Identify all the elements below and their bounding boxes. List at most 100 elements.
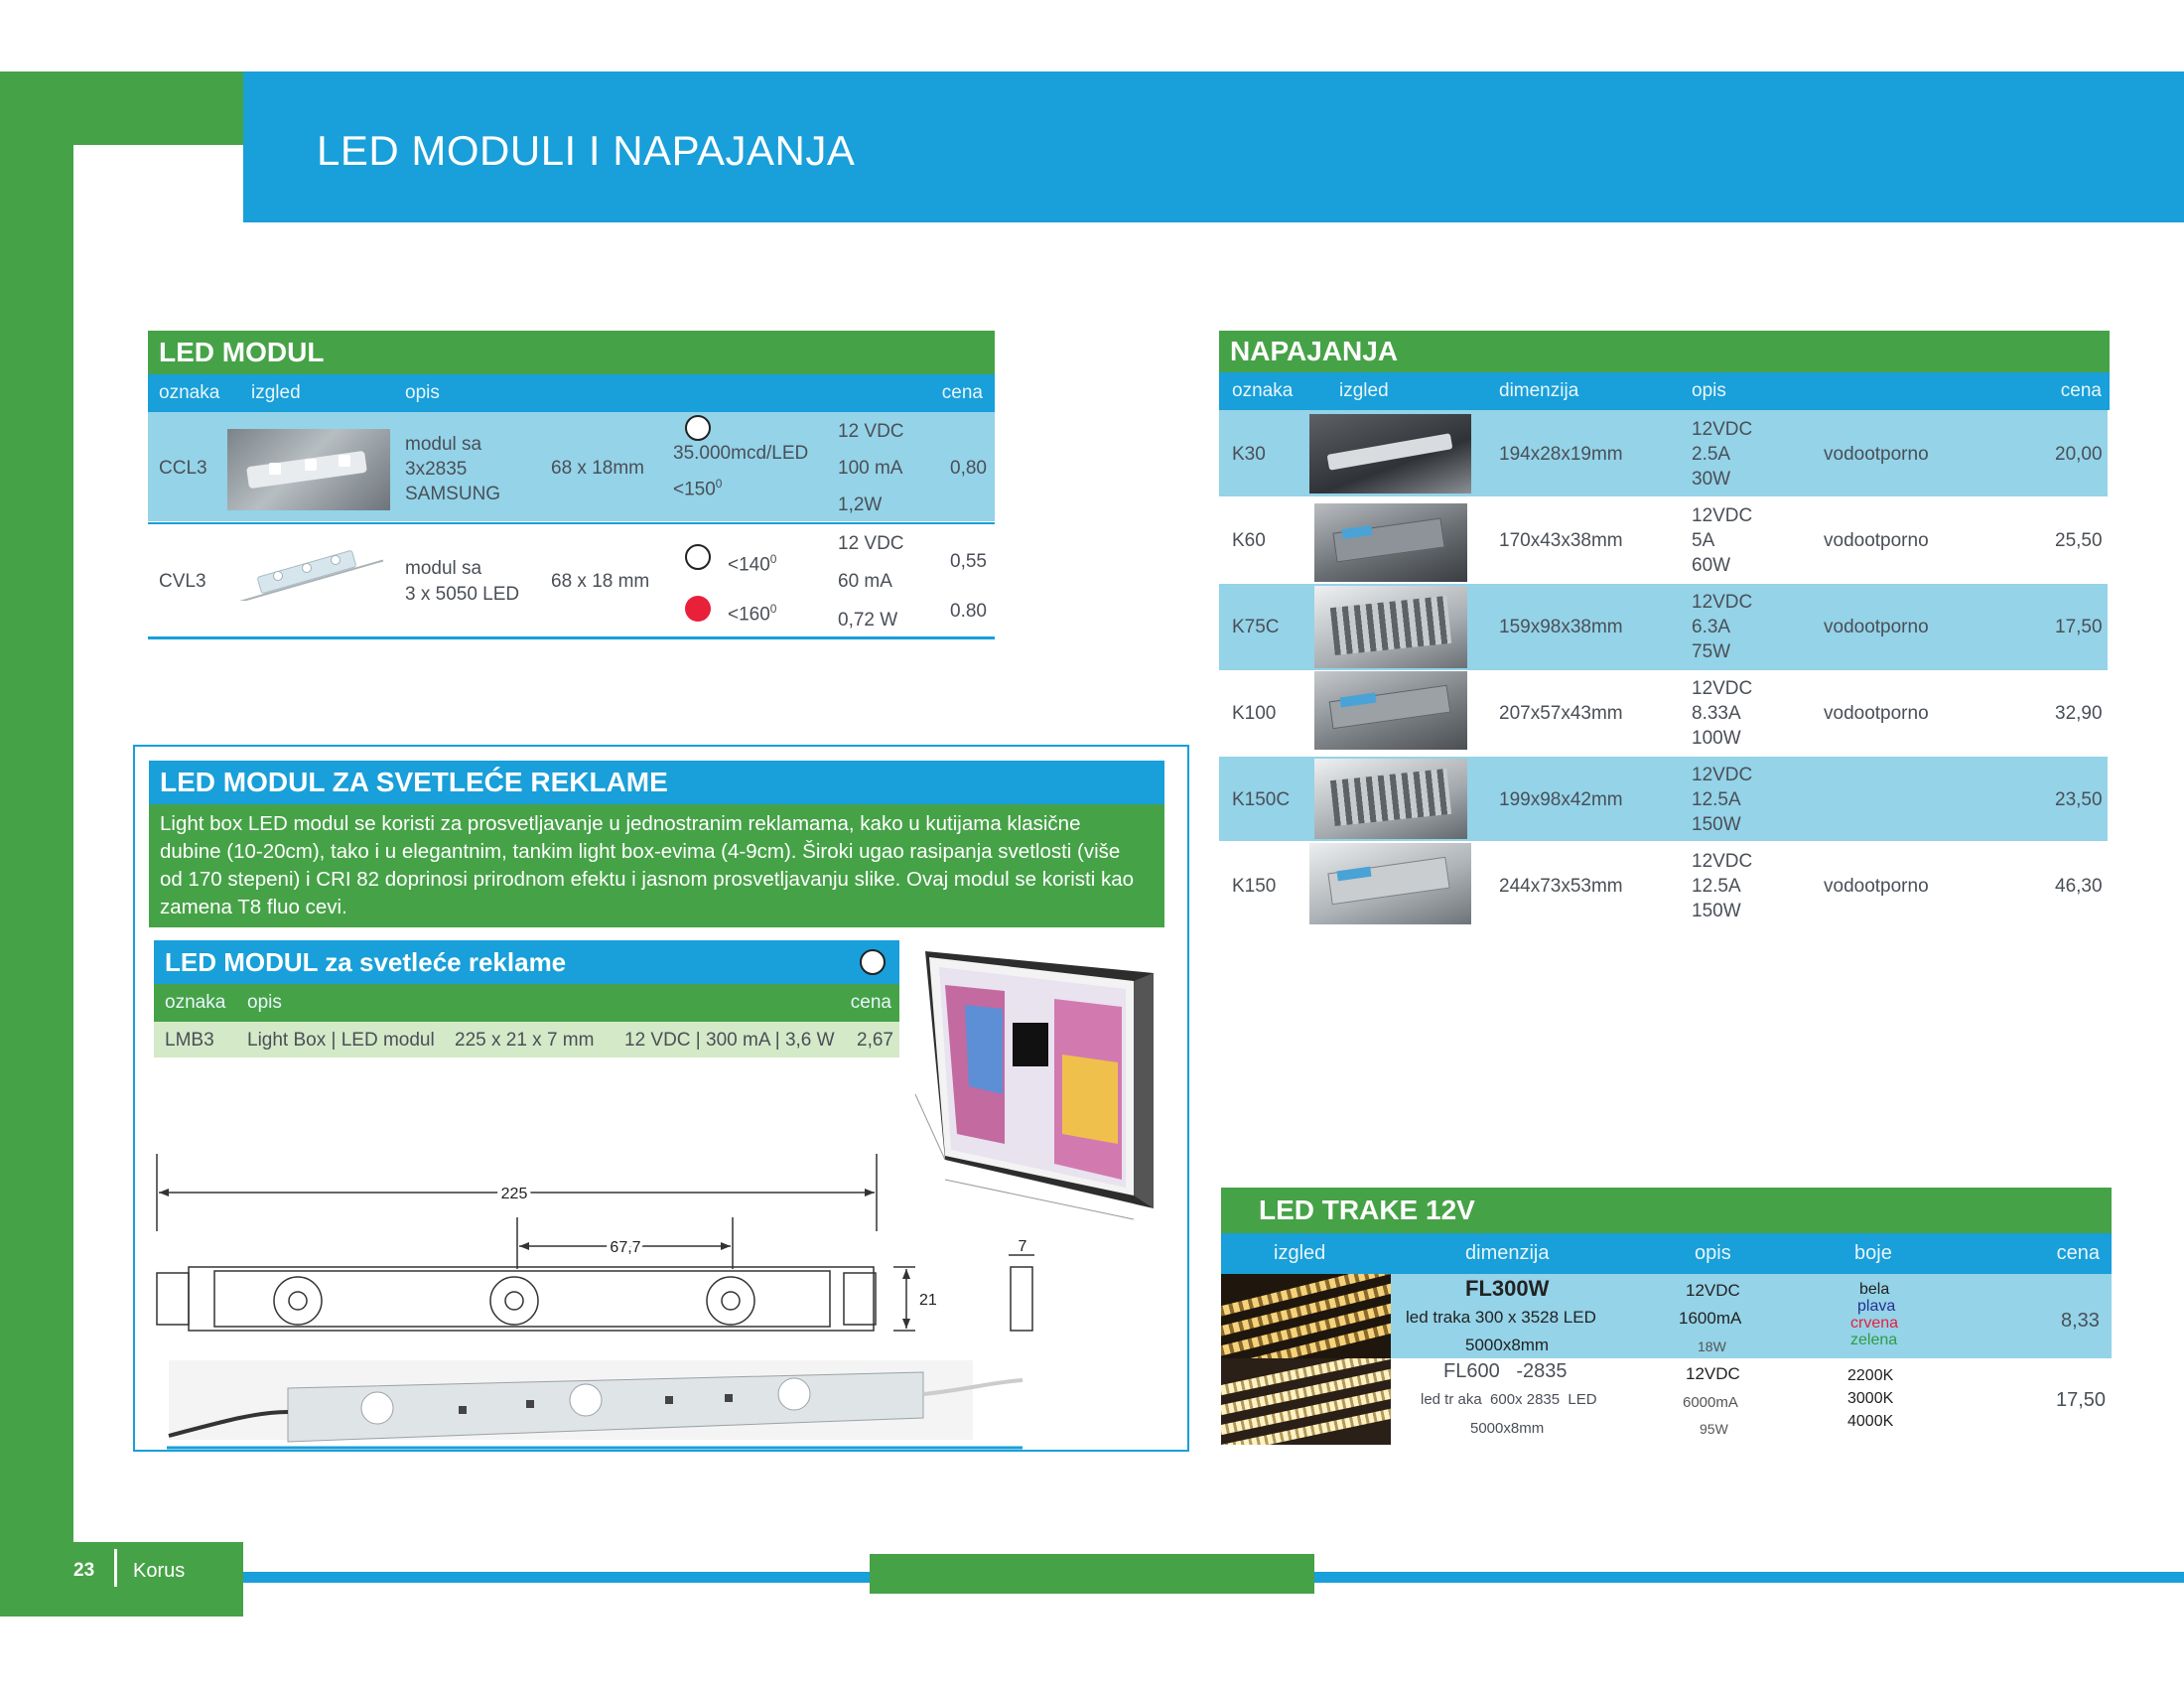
row-dim: 199x98x42mm — [1499, 789, 1623, 810]
white-led-icon — [685, 415, 711, 441]
row-spec-line: 60W — [1692, 555, 1731, 576]
row-price: 0,80 — [950, 458, 987, 479]
fl600-led-strip-image — [1221, 1358, 1391, 1445]
strip-voltage: 12VDC — [1686, 1281, 1740, 1300]
row-code: K150C — [1232, 789, 1291, 810]
row-spec-line: 12.5A — [1692, 789, 1741, 810]
row-note: vodootporno — [1824, 444, 1929, 465]
row-power: 0,72 W — [838, 610, 898, 631]
row-spec-line: 12VDC — [1692, 851, 1753, 872]
row-voltage: 12 VDC — [838, 421, 904, 442]
light-box-image — [905, 945, 1179, 1228]
col-cena: cena — [2060, 380, 2102, 401]
row-note: vodootporno — [1824, 703, 1929, 724]
strip-name: FL600 -2835 — [1443, 1360, 1568, 1382]
strip-current: 6000mA — [1683, 1394, 1738, 1411]
row-spec-line: 12.5A — [1692, 876, 1741, 897]
row-dim: 225 x 21 x 7 mm — [455, 1030, 595, 1051]
k150c-power-supply-image — [1314, 759, 1467, 839]
row-spec-line: 12VDC — [1692, 592, 1753, 613]
napajanja-header: NAPAJANJA — [1219, 331, 2110, 372]
col-opis: opis — [1695, 1242, 1731, 1264]
row-price: 46,30 — [2055, 876, 2103, 897]
strip-color-temp: 3000K — [1847, 1390, 1894, 1407]
row-price: 32,90 — [2055, 703, 2103, 724]
row-desc-line: modul sa — [405, 558, 482, 579]
col-dimenzija: dimenzija — [1465, 1242, 1550, 1264]
footer-divider — [114, 1549, 117, 1587]
strip-power: 18W — [1698, 1338, 1726, 1354]
col-dimenzija: dimenzija — [1499, 380, 1579, 401]
row-spec-line: 75W — [1692, 641, 1731, 662]
row-desc-line: 3 x 5050 LED — [405, 584, 520, 605]
row-note: vodootporno — [1824, 530, 1929, 551]
col-oznaka: oznaka — [165, 992, 226, 1013]
strip-color-temp: 4000K — [1847, 1413, 1894, 1430]
k75c-power-supply-image — [1314, 586, 1467, 668]
reklame-row-lmb3 — [154, 1022, 899, 1057]
row-voltage: 12 VDC — [838, 533, 904, 554]
row-spec-line: 100W — [1692, 728, 1741, 749]
module-technical-drawing: 225 67,7 21 7 — [149, 1152, 1042, 1450]
col-izgled: izgled — [1339, 380, 1389, 401]
strip-name: FL300W — [1465, 1276, 1550, 1301]
row-power: 1,2W — [838, 494, 883, 515]
row-spec-line: 150W — [1692, 814, 1741, 835]
row-dim: 244x73x53mm — [1499, 876, 1623, 897]
k60-power-supply-image — [1314, 503, 1467, 582]
trake-column-header: izgled dimenzija opis boje cena — [1221, 1233, 2112, 1274]
row-current: 100 mA — [838, 458, 903, 479]
ccl3-module-image — [227, 429, 390, 510]
strip-color-blue: plava — [1857, 1298, 1896, 1315]
row-angle-white: <1400 — [728, 552, 777, 576]
k100-power-supply-image — [1314, 671, 1467, 750]
description-line: zamena T8 fluo cevi. — [160, 896, 347, 918]
trake-row-fl300w — [1391, 1274, 2112, 1358]
brand-name: Korus — [133, 1560, 186, 1582]
row-spec-line: 8.33A — [1692, 703, 1741, 724]
row-divider — [148, 522, 995, 524]
page-title: LED MODULI I NAPAJANJA — [317, 127, 856, 174]
row-desc: Light Box | LED modul — [247, 1030, 435, 1051]
row-luminosity: 35.000mcd/LED — [673, 443, 809, 464]
reklame-header: LED MODUL ZA SVETLEĆE REKLAME — [149, 761, 1164, 804]
k30-power-supply-image — [1309, 414, 1471, 493]
dim-depth: 7 — [1019, 1238, 1027, 1255]
description-line: od 170 stepeni) i CRI 82 doprinosi priro… — [160, 868, 1135, 891]
white-led-icon — [685, 544, 711, 570]
fl300w-led-strip-image — [1221, 1274, 1391, 1358]
row-angle: <1500 — [673, 477, 723, 500]
row-current: 60 mA — [838, 571, 892, 592]
row-dim: 159x98x38mm — [1499, 617, 1623, 637]
row-code: CVL3 — [159, 571, 206, 592]
row-note: vodootporno — [1824, 876, 1929, 897]
strip-price: 17,50 — [2056, 1389, 2107, 1411]
napajanja-column-header: oznaka izgled dimenzija opis cena — [1219, 372, 2110, 410]
led-modul-column-header: oznaka izgled opis cena — [148, 374, 995, 412]
dim-spacing: 67,7 — [610, 1239, 640, 1256]
col-opis: opis — [405, 382, 440, 403]
row-price: 25,50 — [2055, 530, 2103, 551]
row-dim: 68 x 18 mm — [551, 571, 650, 592]
row-code: K75C — [1232, 617, 1280, 637]
row-price-white: 0,55 — [950, 551, 987, 572]
row-spec: 12 VDC | 300 mA | 3,6 W — [624, 1030, 835, 1051]
strip-desc: led traka 300 x 3528 LED — [1406, 1308, 1596, 1327]
reklame-column-header: oznaka opis cena — [154, 984, 899, 1022]
dim-width: 21 — [919, 1292, 937, 1309]
strip-current: 1600mA — [1679, 1309, 1742, 1328]
dim-length: 225 — [501, 1186, 528, 1202]
row-price: 20,00 — [2055, 444, 2103, 465]
footer-green-block — [73, 1542, 243, 1617]
strip-size: 5000x8mm — [1470, 1420, 1545, 1437]
row-code: K150 — [1232, 876, 1277, 897]
table-bottom-line — [148, 636, 995, 639]
row-dim: 170x43x38mm — [1499, 530, 1623, 551]
strip-color-red: crvena — [1850, 1315, 1899, 1332]
description-line: dubine (10-20cm), tako i u elegantnim, t… — [160, 840, 1121, 863]
row-dim: 207x57x43mm — [1499, 703, 1623, 724]
row-dim: 68 x 18mm — [551, 458, 644, 479]
reklame-description: Light box LED modul se koristi za prosve… — [149, 804, 1164, 927]
strip-voltage: 12VDC — [1686, 1364, 1740, 1383]
col-boje: boje — [1854, 1242, 1892, 1264]
